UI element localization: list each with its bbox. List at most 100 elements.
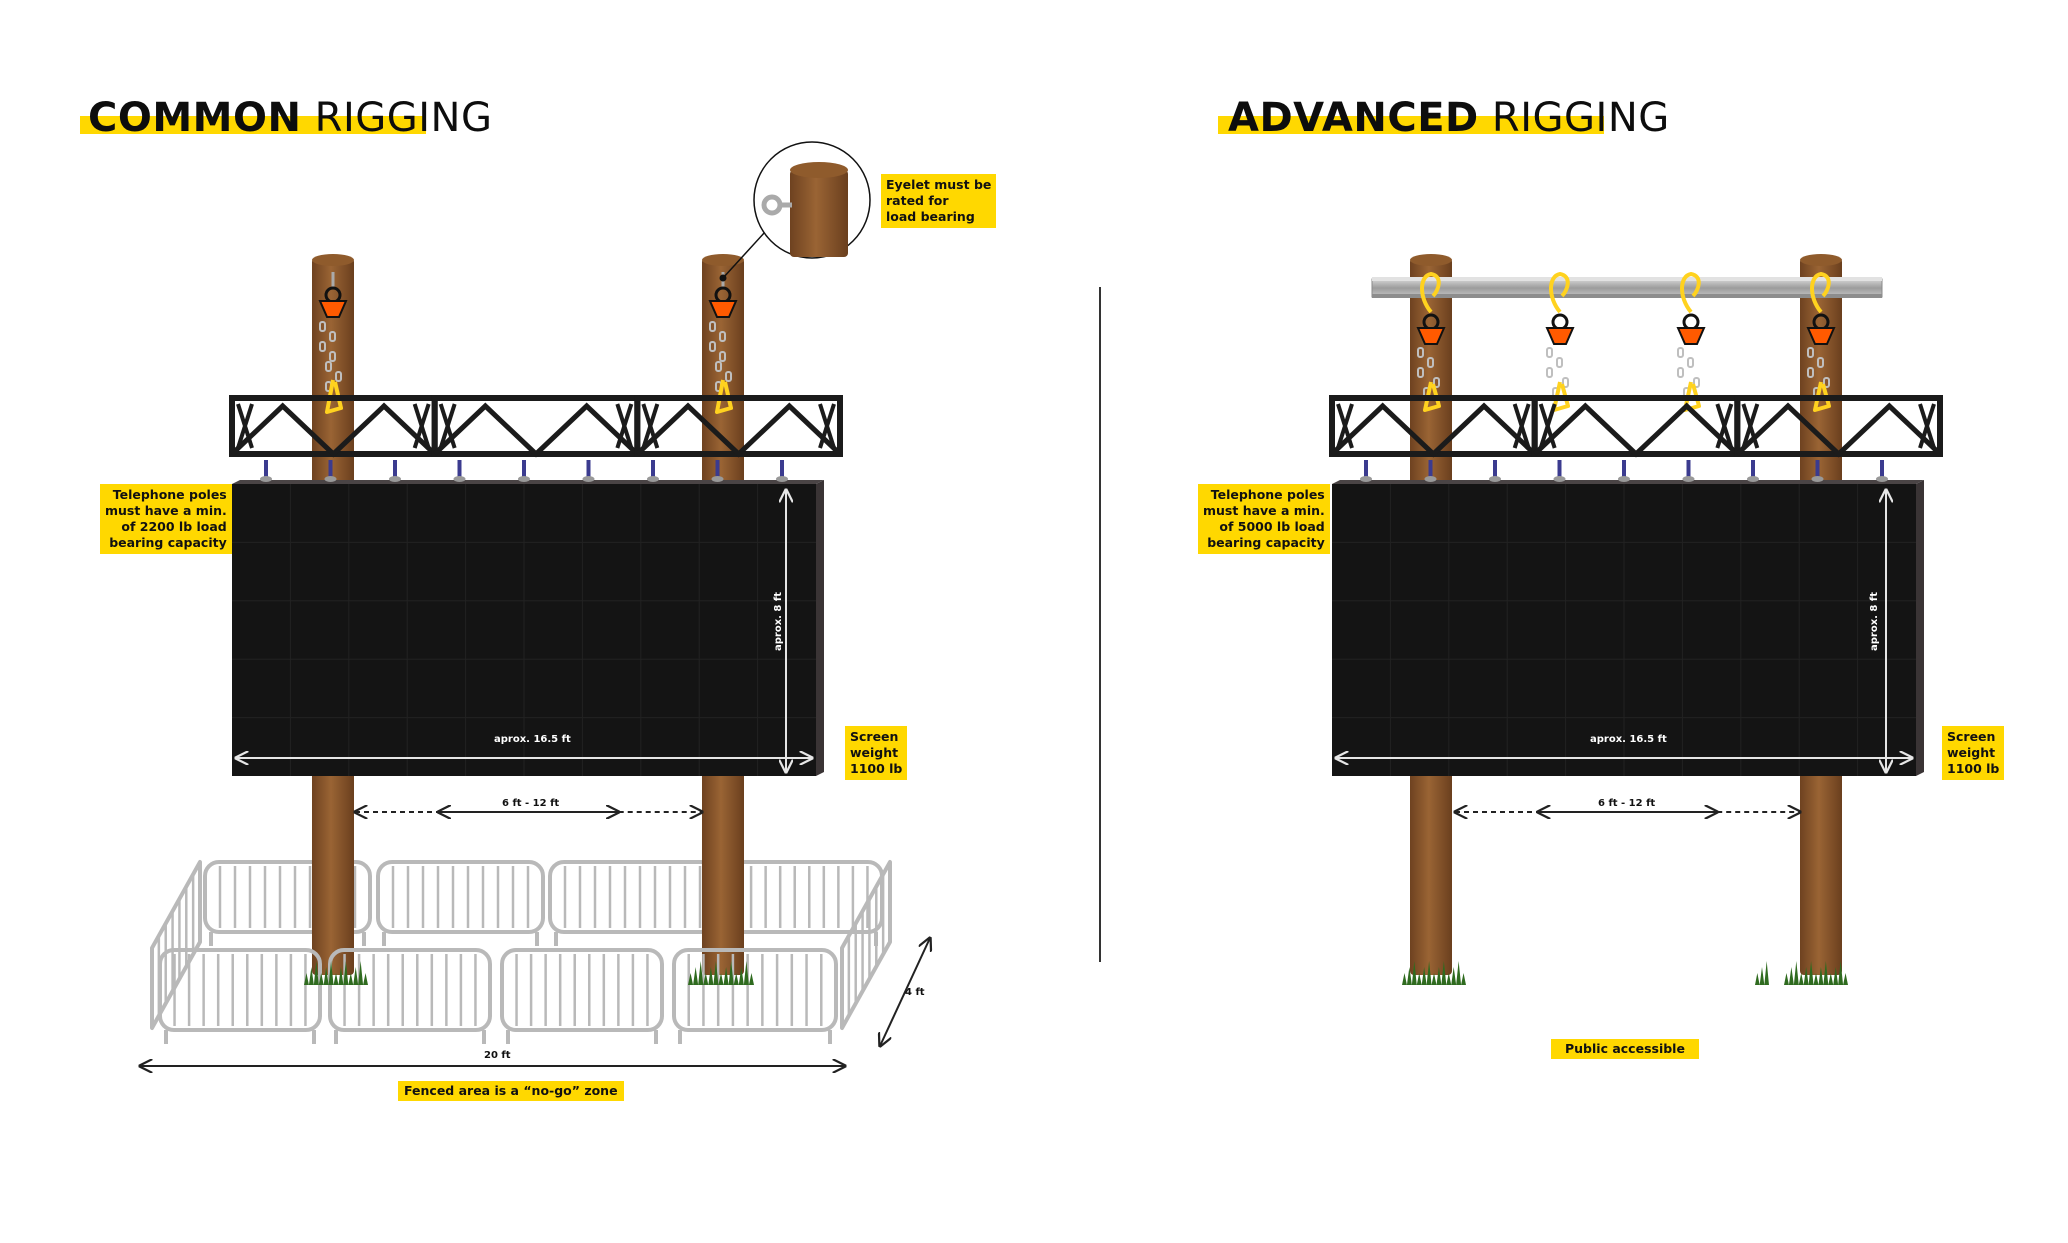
clamp-foot (711, 476, 724, 482)
clamp-foot (260, 476, 272, 482)
advanced-spacing-label: 6 ft - 12 ft (1598, 798, 1656, 809)
chain-hoist-icon (1545, 327, 1575, 345)
clamp-foot (389, 476, 401, 482)
common-spacing-label: 6 ft - 12 ft (502, 798, 560, 809)
screen-clamp (1815, 460, 1820, 478)
hoist-hook (1551, 313, 1569, 331)
barricade-frame (548, 860, 717, 934)
grass-tuft (304, 961, 368, 985)
truss-cross (1715, 403, 1734, 449)
grass-tuft (1784, 961, 1848, 985)
screen-note-line: weight (850, 745, 899, 760)
chain-hoist-icon (318, 300, 348, 318)
barricade-frame (328, 948, 492, 1032)
fence-note: Fenced area is a “no-go” zone (398, 1081, 624, 1101)
advanced-title: ADVANCED RIGGING (1228, 98, 1670, 138)
screen-clamp (1686, 460, 1691, 478)
screen-clamp (715, 460, 720, 478)
chain-hoist-icon (708, 300, 738, 318)
eyelet-note: Eyelet must be rated for load bearing (881, 174, 997, 228)
hoist-chain-link (719, 351, 726, 362)
truss-cross (818, 403, 836, 449)
hoist-chain-link (1693, 377, 1700, 388)
clamp-foot (1424, 476, 1437, 482)
hoist-chain-link (1817, 357, 1824, 368)
hoist-chain-link (709, 341, 716, 352)
truss-cross (438, 403, 457, 449)
fence-note-text: Fenced area is a “no-go” zone (404, 1083, 618, 1098)
advanced-title-underline (1218, 116, 1604, 134)
callout-pole (790, 170, 848, 257)
hoist-chain-link (1417, 347, 1424, 358)
grass-tuft (1755, 961, 1769, 985)
beam-sling (1420, 271, 1441, 314)
screen-clamp (1364, 460, 1368, 478)
clamp-foot (1876, 476, 1888, 482)
public-note-text: Public accessible (1565, 1041, 1685, 1056)
hoist-chain-link (335, 371, 342, 382)
clamp-foot (776, 476, 788, 482)
screen-side (816, 480, 824, 776)
common-width-label: aprox. 16.5 ft (494, 734, 571, 745)
screen-clamp (780, 460, 784, 478)
barricade-frame (376, 860, 545, 934)
barricade-frame (203, 860, 372, 934)
common-title: COMMON RIGGING (88, 98, 492, 138)
beam-flange (1372, 277, 1882, 281)
truss-cross (236, 403, 254, 449)
screen-clamp (1622, 460, 1626, 478)
poles-note-line: Telephone poles (1210, 487, 1325, 502)
screen-clamp (651, 460, 655, 478)
screen-clamp (522, 460, 526, 478)
chain-hoist-icon (1676, 327, 1706, 345)
pole-top (312, 254, 354, 266)
advanced-height-label: aprox. 8 ft (1869, 591, 1881, 652)
screen-clamp (586, 460, 591, 478)
truss-cross (1512, 403, 1531, 449)
callout-leader (722, 231, 766, 279)
grass-tuft (688, 961, 754, 985)
screen-note-line: 1100 lb (1947, 761, 2000, 776)
screen-clamp (264, 460, 268, 478)
common-height-label: aprox. 8 ft (773, 591, 785, 652)
truss-cross (1336, 403, 1354, 449)
advanced-title-rest: RIGGING (1478, 95, 1670, 141)
callout-dot (719, 274, 727, 282)
beam-flange (1372, 294, 1882, 298)
clamp-foot (1360, 476, 1372, 482)
callout-pole-top (790, 162, 848, 178)
hoist-chain-link (715, 361, 722, 372)
clamp-foot (647, 476, 659, 482)
hoist-chain-link (329, 331, 336, 342)
poles-note-line: of 2200 lb load (121, 519, 227, 534)
truss-cross (615, 403, 634, 449)
truss-lacing (230, 402, 437, 458)
poles-note-line: bearing capacity (1207, 535, 1325, 550)
barricade-frame (672, 948, 838, 1032)
hoist-hook (1682, 313, 1700, 331)
advanced-rigging-scene (1329, 254, 1944, 985)
hoist-chain-link (319, 321, 326, 332)
barricade-frame (500, 948, 664, 1032)
screen-side (1916, 480, 1924, 776)
screen-note-line: 1100 lb (850, 761, 903, 776)
eyelet-note-line: rated for (886, 193, 949, 208)
hoist-chain-link (319, 341, 326, 352)
hoist-chain-link (1433, 377, 1440, 388)
chain-hoist-icon (1416, 327, 1446, 345)
advanced-title-bold: ADVANCED (1228, 95, 1479, 141)
hoist-chain-link (1677, 347, 1684, 358)
advanced-width-label: aprox. 16.5 ft (1590, 734, 1667, 745)
screen-clamp (1880, 460, 1884, 478)
hoist-chain-link (1562, 377, 1569, 388)
hoist-chain-link (1546, 367, 1553, 378)
truss-cross (1918, 403, 1936, 449)
screen-clamp (457, 460, 462, 478)
section-divider (1099, 287, 1101, 962)
truss-lacing (1532, 402, 1740, 458)
barricade-side-frame (150, 860, 202, 1030)
common-title-rest: RIGGING (301, 95, 493, 141)
advanced-poles-note: Telephone poles must have a min. of 5000… (1198, 484, 1330, 554)
